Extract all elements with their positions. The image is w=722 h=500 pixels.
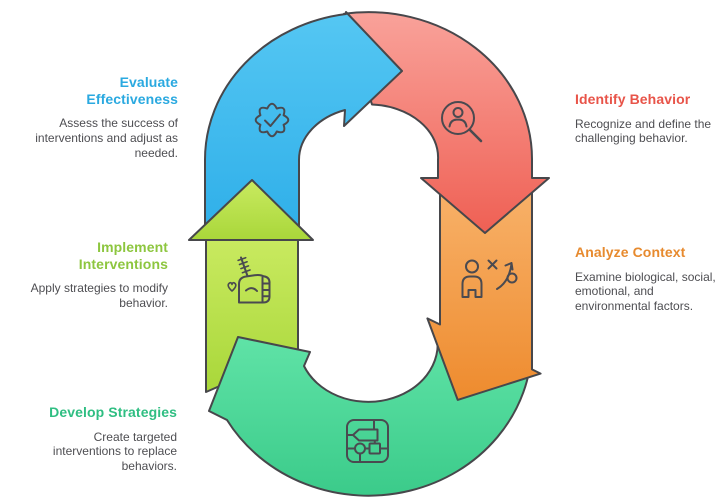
step-label-identify-behavior: Identify Behavior Recognize and define t… — [575, 91, 722, 146]
step-title-analyze-context: Analyze Context — [575, 244, 686, 260]
badge-check-icon — [254, 102, 290, 138]
chip-flowchart-icon — [346, 419, 389, 463]
step-label-evaluate-effectiveness: Evaluate Effectiveness Assess the succes… — [10, 74, 178, 161]
step-description-develop-strategies: Create targeted interventions to replace… — [52, 429, 177, 474]
step-title-evaluate-effectiveness: Evaluate Effectiveness — [86, 74, 178, 107]
step-description-evaluate-effectiveness: Assess the success of interventions and … — [35, 116, 178, 160]
arrow-implement-interventions-head — [188, 179, 314, 241]
fist-grip-icon — [227, 256, 271, 304]
step-description-identify-behavior: Recognize and define the challenging beh… — [575, 116, 712, 146]
step-description-implement-interventions: Apply strategies to modify behavior. — [30, 281, 168, 310]
person-search-icon — [441, 101, 483, 143]
step-label-analyze-context: Analyze Context Examine biological, soci… — [575, 244, 722, 314]
step-title-develop-strategies: Develop Strategies — [49, 404, 177, 420]
step-title-identify-behavior: Identify Behavior — [575, 91, 691, 107]
arrow-evaluate-effectiveness — [203, 11, 403, 233]
person-strategy-icon — [461, 259, 518, 298]
arrow-analyze-context — [426, 184, 542, 401]
step-label-implement-interventions: Implement Interventions Apply strategies… — [8, 239, 168, 311]
step-description-analyze-context: Examine biological, social, emotional, a… — [575, 269, 716, 314]
step-title-implement-interventions: Implement Interventions — [78, 239, 168, 272]
step-label-develop-strategies: Develop Strategies Create targeted inter… — [17, 404, 177, 474]
